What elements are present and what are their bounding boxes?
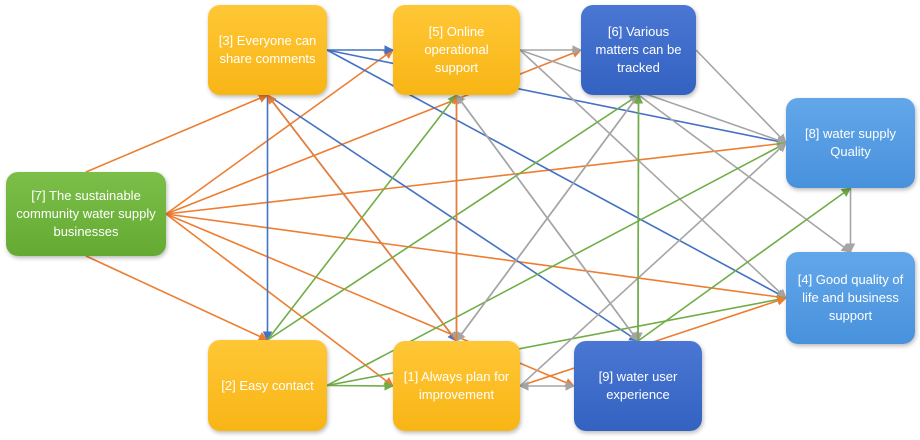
edge-n2-to-n6 (267, 94, 640, 341)
node-6-label: [6] Various matters can be tracked (595, 24, 682, 75)
edge-n7-to-n8 (165, 139, 787, 215)
edge-n9-to-n8 (637, 187, 852, 342)
node-3-label: [3] Everyone can share comments (218, 33, 317, 66)
node-2-label: [2] Easy contact (221, 377, 314, 393)
edge-n2-to-n1 (326, 381, 394, 391)
node-6-matters-tracked: [6] Various matters can be tracked (581, 5, 696, 95)
edge-n6-to-n4 (638, 94, 852, 253)
edges-group (85, 45, 856, 391)
node-4-quality-of-life: [4] Good quality of life and business su… (786, 252, 915, 344)
edge-n9-to-n5 (455, 94, 639, 342)
node-9-water-user-experience: [9] water user experience (574, 341, 702, 431)
node-1-label: [1] Always plan for improvement (403, 369, 510, 402)
node-8-water-supply-quality: [8] water supply Quality (786, 98, 915, 188)
edge-n1-to-n3 (266, 94, 458, 342)
node-4-label: [4] Good quality of life and business su… (797, 272, 904, 323)
node-5-label: [5] Online operational support (424, 24, 489, 75)
edge-n5-to-n8 (519, 49, 787, 145)
node-5-online-support: [5] Online operational support (393, 5, 520, 95)
edge-n5-to-n4 (519, 49, 787, 299)
edge-n7-to-n3 (85, 93, 269, 173)
edge-n9-to-n6 (633, 94, 644, 342)
node-7-sustainable-water-business: [7] The sustainable community water supp… (6, 172, 166, 256)
edge-n7-to-n5 (165, 49, 394, 215)
edge-n6-to-n8 (695, 49, 787, 144)
node-9-label: [9] water user experience (598, 369, 678, 402)
node-3-share-comments: [3] Everyone can share comments (208, 5, 327, 95)
edge-n7-to-n4 (165, 213, 787, 302)
node-7-label: [7] The sustainable community water supp… (16, 188, 156, 239)
node-1-plan-improvement: [1] Always plan for improvement (393, 341, 520, 431)
edge-n1-to-n8 (519, 142, 787, 387)
edge-n7-to-n1 (165, 213, 394, 387)
node-8-label: [8] water supply Quality (804, 126, 897, 159)
edge-n7-to-n2 (85, 255, 269, 341)
node-2-easy-contact: [2] Easy contact (208, 340, 327, 431)
